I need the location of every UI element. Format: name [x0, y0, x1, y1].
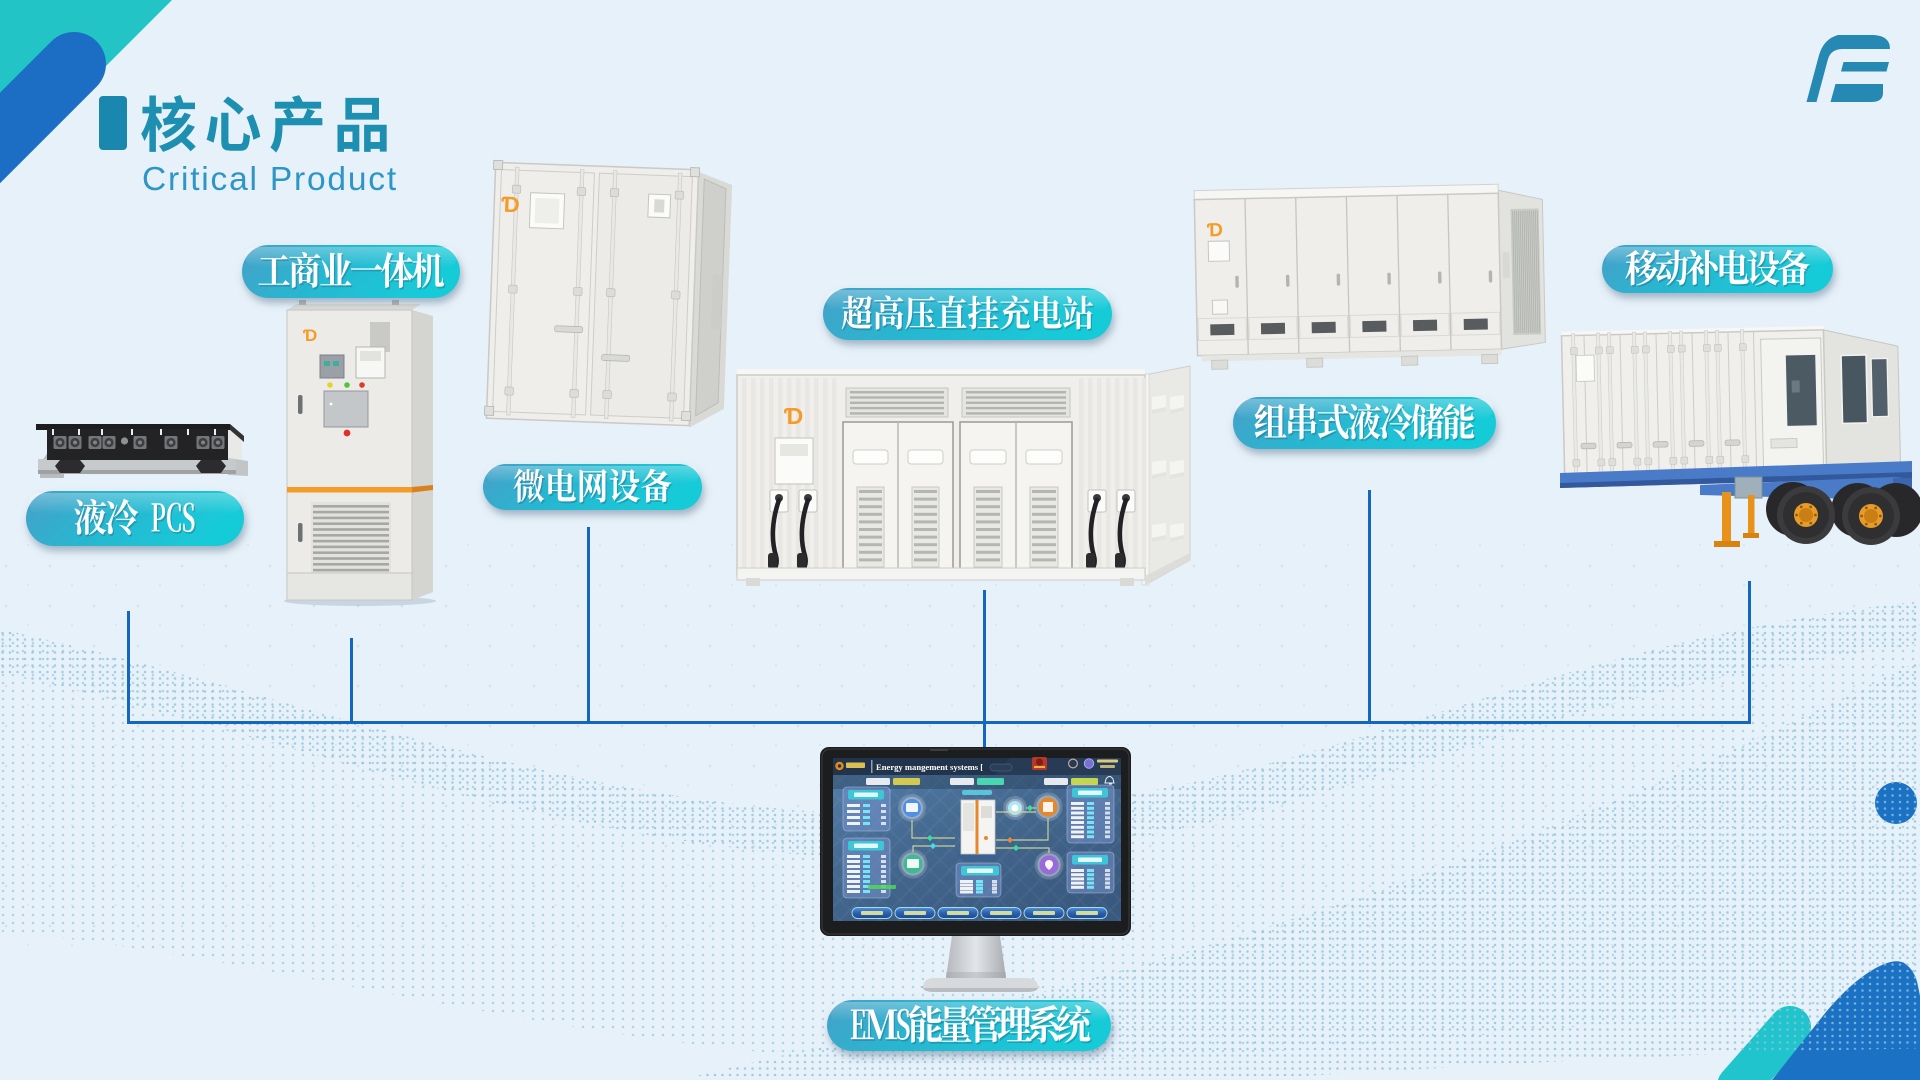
svg-text:Ɗ: Ɗ	[784, 403, 803, 429]
svg-text:Ɗ: Ɗ	[303, 326, 317, 345]
svg-text:Critical Product: Critical Product	[142, 161, 398, 198]
svg-text:Ɗ: Ɗ	[501, 192, 520, 218]
svg-text:Energy mangement systems [: Energy mangement systems [	[876, 762, 983, 772]
svg-text:Ɗ: Ɗ	[1207, 220, 1223, 241]
